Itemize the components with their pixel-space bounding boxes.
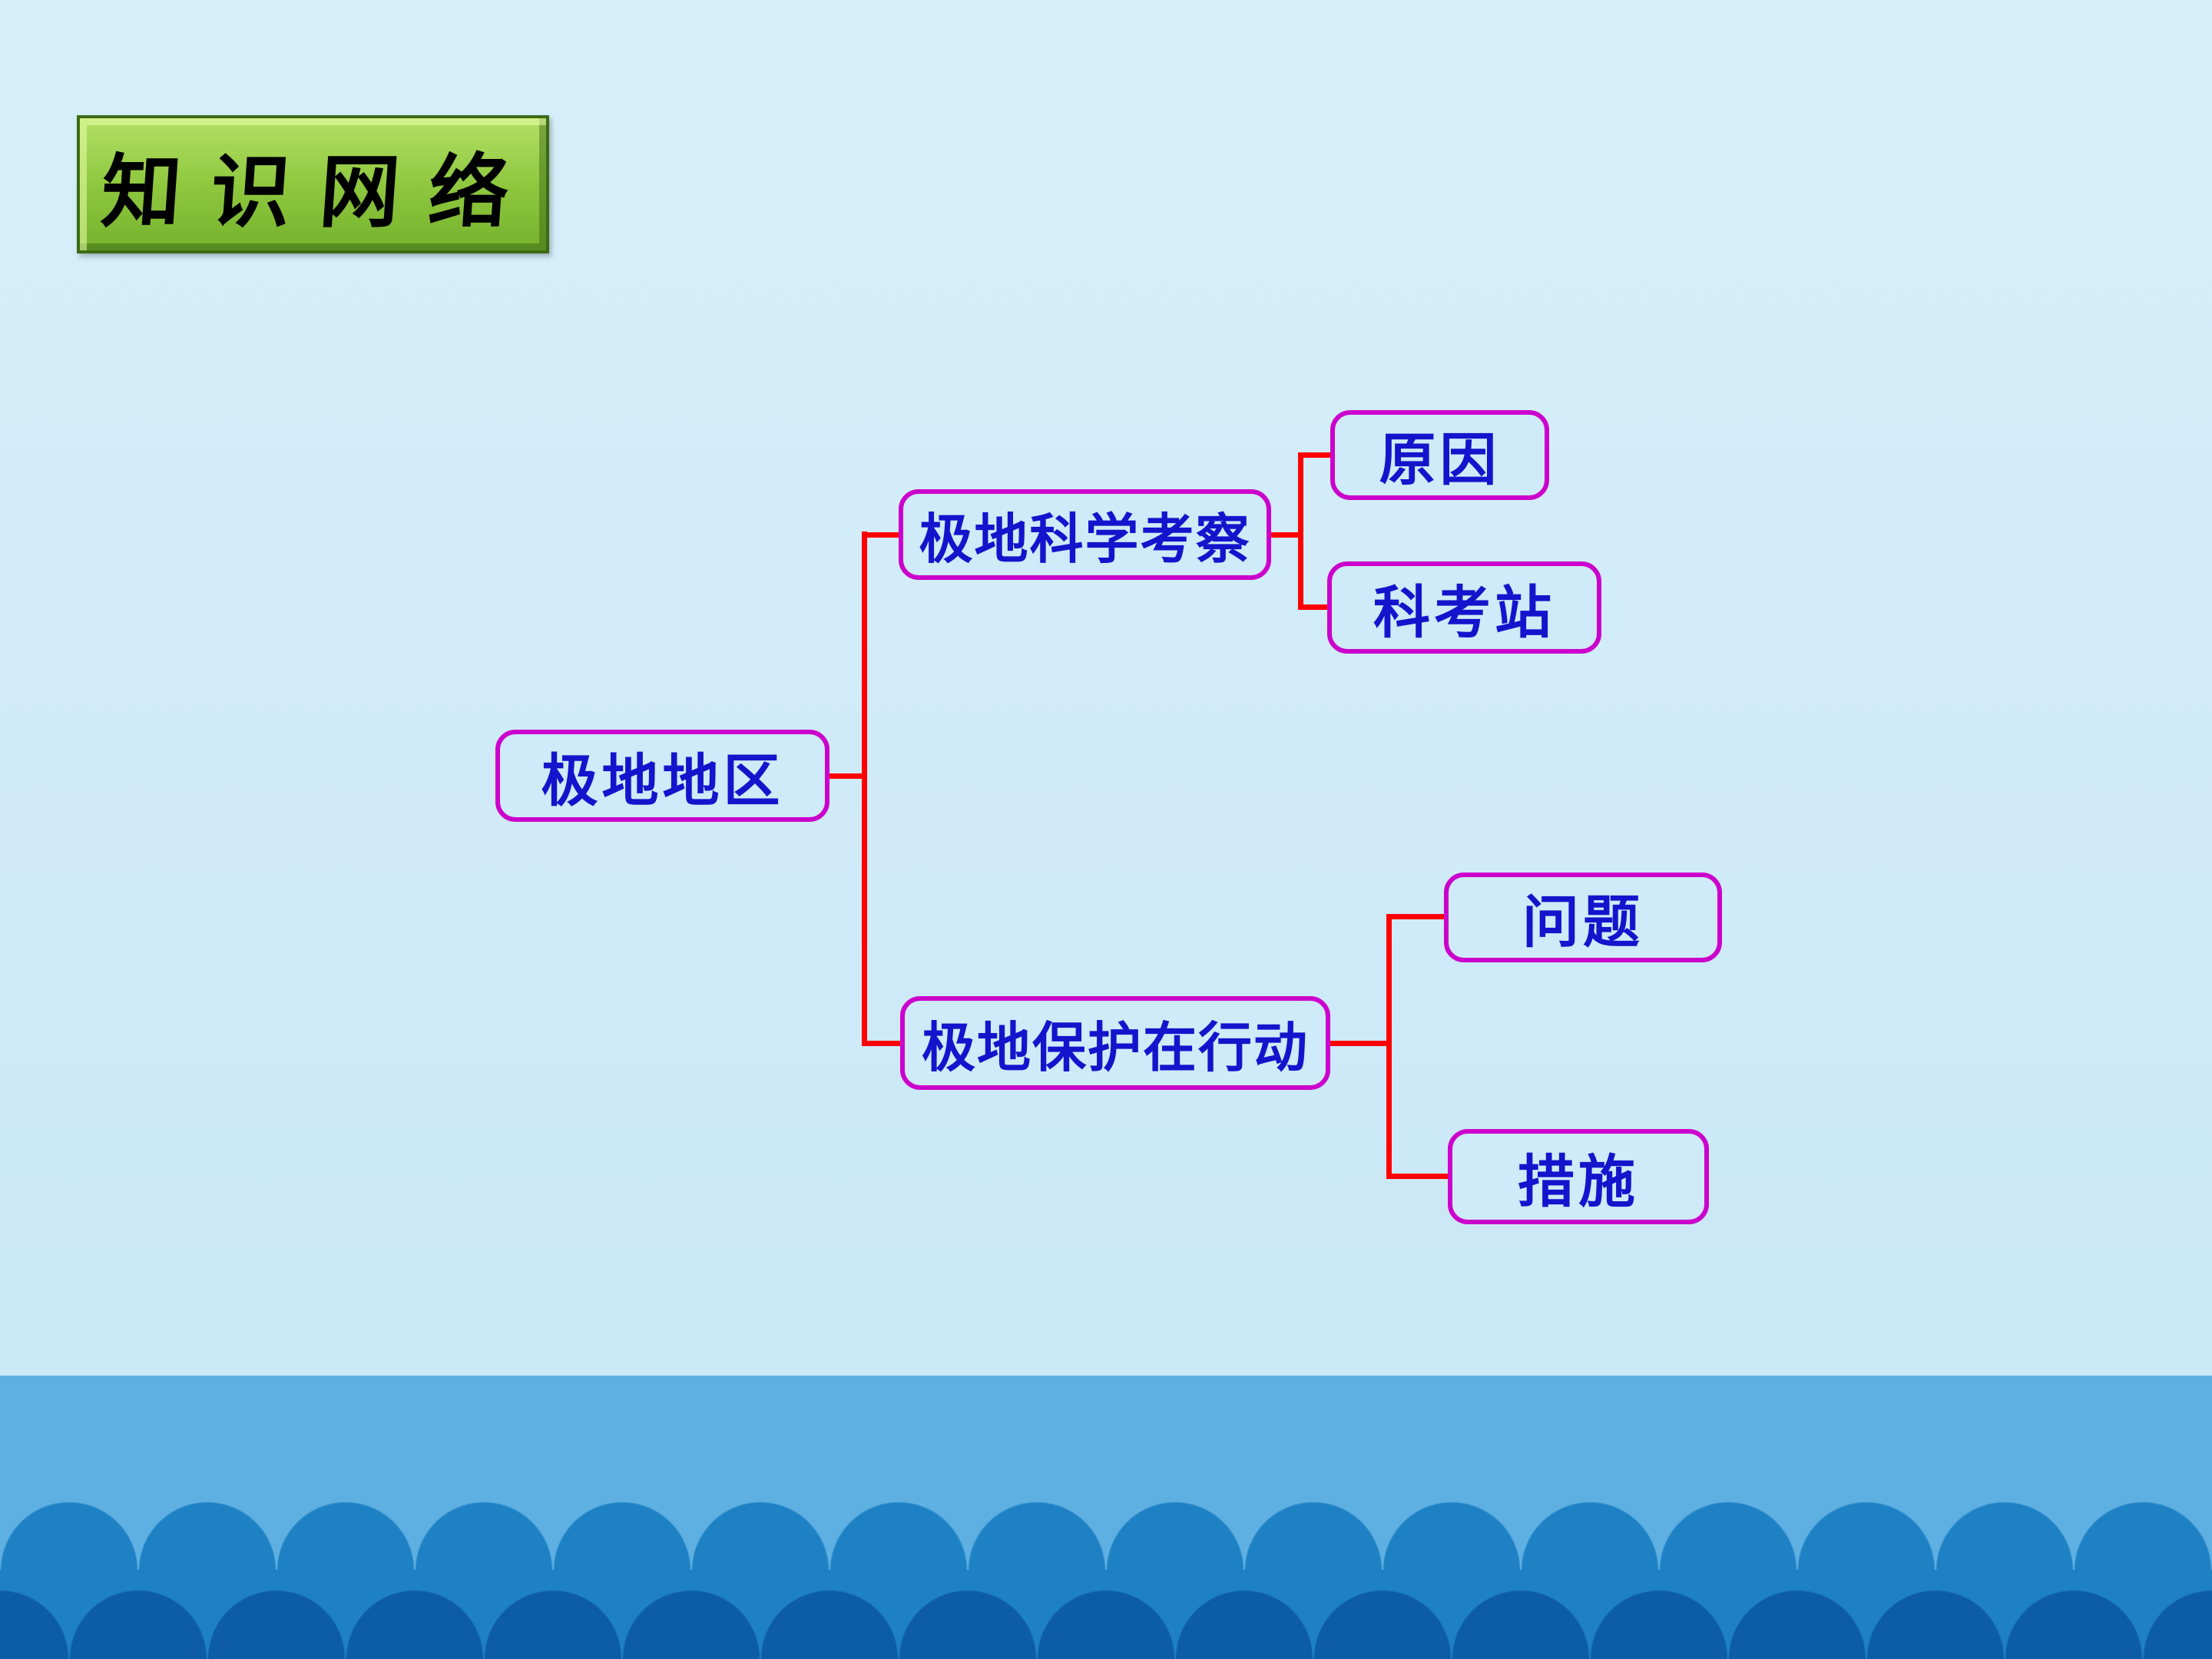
connector-to-branch2	[862, 1041, 900, 1046]
node-polar-scientific-expedition: 极地科学考察	[899, 489, 1271, 580]
node-measures: 措施	[1448, 1129, 1709, 1224]
connector-to-reason	[1298, 452, 1330, 458]
connector-to-measures	[1386, 1174, 1448, 1179]
node-problem: 问题	[1444, 873, 1722, 962]
connector-branch2-out	[1330, 1041, 1392, 1046]
node-polar-regions-label: 极地地区	[541, 748, 784, 813]
node-research-station-label: 科考站	[1373, 580, 1555, 644]
node-problem-label: 问题	[1522, 890, 1644, 954]
connector-to-problem	[1386, 914, 1444, 919]
connector-branch1-vertical	[1298, 452, 1303, 610]
node-polar-regions: 极地地区	[495, 730, 830, 822]
connector-to-station	[1298, 604, 1327, 610]
node-polar-protection-action-label: 极地保护在行动	[922, 1017, 1309, 1078]
connector-branch1-out	[1271, 532, 1303, 538]
node-polar-scientific-expedition-label: 极地科学考察	[919, 508, 1251, 569]
connector-trunk-vertical	[862, 531, 867, 1046]
node-polar-protection-action: 极地保护在行动	[900, 996, 1330, 1090]
wave-scallop-row-back	[0, 1590, 2212, 1659]
node-measures-label: 措施	[1518, 1149, 1639, 1214]
node-reason: 原因	[1330, 410, 1549, 500]
node-reason-label: 原因	[1379, 428, 1501, 492]
connector-to-branch1	[862, 532, 899, 538]
banner-title: 知识网络	[98, 147, 541, 237]
knowledge-network-banner: 知识网络	[77, 115, 549, 253]
wave-scallop-row-front	[0, 1502, 2212, 1571]
node-research-station: 科考站	[1327, 561, 1601, 654]
connector-root-out	[830, 773, 867, 779]
connector-branch2-vertical	[1386, 914, 1392, 1179]
